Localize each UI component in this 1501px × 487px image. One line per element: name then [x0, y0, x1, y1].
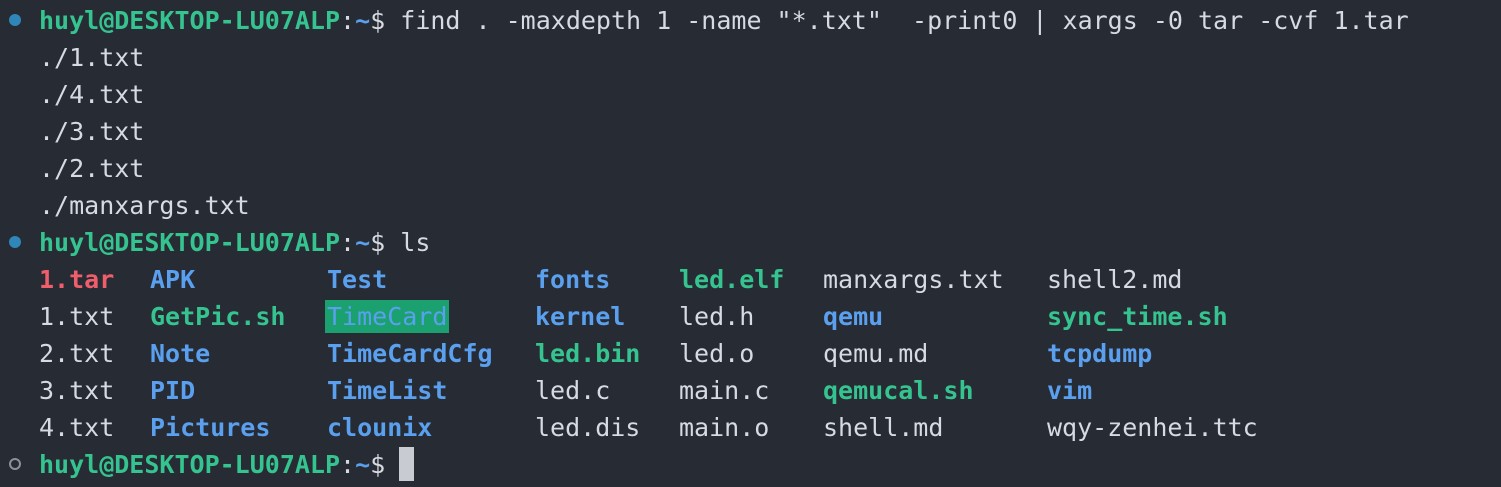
- ls-entry-file: shell.md: [823, 413, 944, 442]
- ls-entry-directory: Test: [327, 265, 388, 294]
- ls-entry-executable: led.bin: [535, 339, 641, 368]
- ls-entry-file: qemu.md: [823, 339, 929, 368]
- ls-entry-directory: PID: [150, 376, 196, 405]
- prompt-colon: :: [340, 450, 356, 479]
- prompt-path: ~: [355, 228, 371, 257]
- prompt-line-ls: huyl@DESKTOP-LU07ALP:~$ ls: [39, 224, 430, 261]
- ls-entry-executable: qemucal.sh: [823, 376, 974, 405]
- ls-entry-file: 2.txt: [39, 339, 115, 368]
- output-line: ./1.txt: [39, 43, 145, 72]
- ls-entry-file: led.h: [679, 302, 755, 331]
- ls-entry-file: main.o: [679, 413, 770, 442]
- ls-entry-directory: Pictures: [150, 413, 271, 442]
- prompt-path: ~: [355, 450, 371, 479]
- ls-entry-sticky-directory: TimeCard: [325, 300, 450, 333]
- prompt-line-current[interactable]: huyl@DESKTOP-LU07ALP:~$: [39, 446, 415, 483]
- command-text-find: find . -maxdepth 1 -name "*.txt" -print0…: [385, 6, 1409, 35]
- ls-entry-file: shell2.md: [1047, 265, 1183, 294]
- prompt-colon: :: [340, 228, 356, 257]
- command-status-dot: [9, 236, 21, 248]
- command-status-dot-pending: [9, 458, 21, 470]
- ls-entry-file: led.dis: [535, 413, 641, 442]
- ls-entry-directory: kernel: [535, 302, 626, 331]
- ls-entry-file: wqy-zenhei.ttc: [1047, 413, 1258, 442]
- ls-entry-archive: 1.tar: [39, 265, 115, 294]
- prompt-user-host: huyl@DESKTOP-LU07ALP: [39, 228, 341, 257]
- ls-entry-file: manxargs.txt: [823, 265, 1004, 294]
- ls-entry-file: led.o: [679, 339, 755, 368]
- ls-entry-executable: GetPic.sh: [150, 302, 286, 331]
- command-text-ls: ls: [385, 228, 431, 257]
- output-line: ./4.txt: [39, 80, 145, 109]
- command-status-dot: [9, 14, 21, 26]
- prompt-user-host: huyl@DESKTOP-LU07ALP: [39, 450, 341, 479]
- ls-entry-directory: qemu: [823, 302, 884, 331]
- prompt-user-host: huyl@DESKTOP-LU07ALP: [39, 6, 341, 35]
- ls-entry-executable: sync_time.sh: [1047, 302, 1228, 331]
- prompt-dollar: $: [370, 6, 386, 35]
- prompt-dollar: $: [370, 450, 386, 479]
- ls-entry-directory: TimeList: [327, 376, 448, 405]
- ls-entry-directory: TimeCardCfg: [327, 339, 493, 368]
- prompt-colon: :: [340, 6, 356, 35]
- output-line: ./manxargs.txt: [39, 191, 250, 220]
- ls-entry-directory: APK: [150, 265, 196, 294]
- ls-entry-file: 3.txt: [39, 376, 115, 405]
- prompt-dollar: $: [370, 228, 386, 257]
- output-line: ./2.txt: [39, 154, 145, 183]
- ls-entry-directory: Note: [150, 339, 211, 368]
- prompt-line-find: huyl@DESKTOP-LU07ALP:~$ find . -maxdepth…: [39, 2, 1409, 39]
- text-cursor[interactable]: [399, 447, 415, 481]
- ls-entry-executable: led.elf: [679, 265, 785, 294]
- ls-entry-file: 1.txt: [39, 302, 115, 331]
- ls-entry-file: main.c: [679, 376, 770, 405]
- ls-entry-file: led.c: [535, 376, 611, 405]
- ls-entry-directory: clounix: [327, 413, 433, 442]
- output-line: ./3.txt: [39, 117, 145, 146]
- ls-entry-file: 4.txt: [39, 413, 115, 442]
- ls-entry-directory: vim: [1047, 376, 1093, 405]
- prompt-path: ~: [355, 6, 371, 35]
- ls-entry-directory: tcpdump: [1047, 339, 1153, 368]
- ls-entry-directory: fonts: [535, 265, 611, 294]
